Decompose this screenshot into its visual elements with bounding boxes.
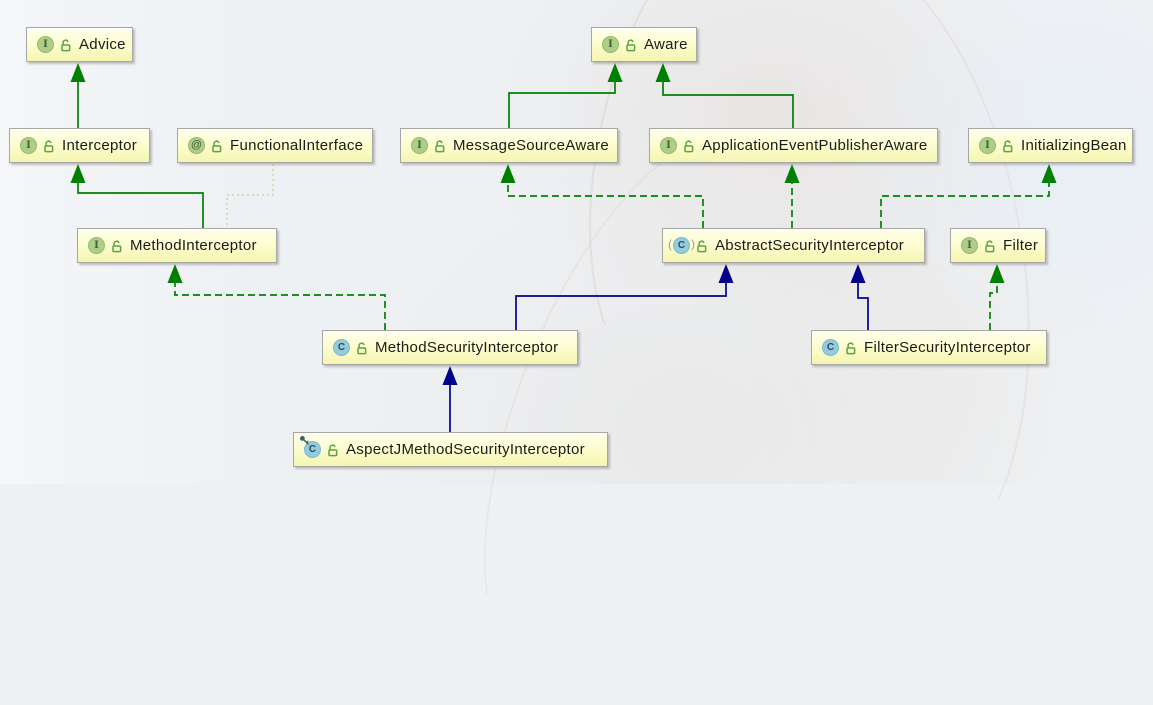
- interface-icon: I: [660, 137, 677, 154]
- class-node-interceptor[interactable]: I Interceptor: [9, 128, 150, 163]
- class-node-advice[interactable]: I Advice: [26, 27, 133, 62]
- icon-glyph: I: [666, 139, 671, 151]
- class-name-label: MessageSourceAware: [453, 137, 610, 154]
- class-name-label: Interceptor: [62, 137, 138, 154]
- class-name-label: AspectJMethodSecurityInterceptor: [346, 441, 585, 458]
- arrowhead-icon: [850, 264, 866, 283]
- open-lock-icon: [1003, 139, 1013, 152]
- class-node-message-source-aware[interactable]: I MessageSourceAware: [400, 128, 618, 163]
- open-lock-icon: [328, 443, 338, 456]
- icon-glyph: I: [26, 139, 31, 151]
- class-name-label: Aware: [644, 36, 688, 53]
- arrowhead-icon: [70, 164, 86, 183]
- class-node-aspectj-method-security-interceptor[interactable]: C AspectJMethodSecurityInterceptor: [293, 432, 608, 467]
- class-icon: C (): [668, 237, 695, 254]
- open-lock-icon: [846, 341, 856, 354]
- class-node-method-interceptor[interactable]: I MethodInterceptor: [77, 228, 277, 263]
- open-lock-icon: [435, 139, 445, 152]
- icon-glyph: I: [94, 239, 99, 251]
- key-icon: [300, 436, 309, 445]
- open-lock-icon: [684, 139, 694, 152]
- open-lock-icon: [626, 38, 636, 51]
- icon-glyph: I: [417, 139, 422, 151]
- abstract-marker: (: [668, 237, 672, 251]
- class-node-aware[interactable]: I Aware: [591, 27, 697, 62]
- interface-icon: I: [37, 36, 54, 53]
- class-name-label: FilterSecurityInterceptor: [864, 339, 1031, 356]
- edge-method-interceptor-to-functional-interface[interactable]: [226, 164, 274, 228]
- class-name-label: MethodInterceptor: [130, 237, 257, 254]
- class-icon: C: [300, 436, 321, 458]
- interface-icon: I: [411, 137, 428, 154]
- arrowhead-icon: [442, 366, 458, 385]
- arrowhead-icon: [500, 164, 516, 183]
- arrowhead-icon: [718, 264, 734, 283]
- class-name-label: InitializingBean: [1021, 137, 1127, 154]
- class-node-filter-security-interceptor[interactable]: C FilterSecurityInterceptor: [811, 330, 1047, 365]
- icon-glyph: C: [337, 341, 346, 353]
- icon-glyph: I: [967, 239, 972, 251]
- interface-icon: I: [979, 137, 996, 154]
- edge-filter-security-interceptor-to-filter[interactable]: [989, 264, 1005, 330]
- arrowhead-icon: [607, 63, 623, 82]
- class-name-label: Filter: [1003, 237, 1039, 254]
- annotation-icon: @: [188, 137, 205, 154]
- open-lock-icon: [697, 239, 707, 252]
- icon-glyph: I: [608, 38, 613, 50]
- edge-aspectj-method-security-interceptor-to-method-security-interceptor[interactable]: [442, 366, 458, 432]
- edge-abstract-security-interceptor-to-message-source-aware[interactable]: [500, 164, 704, 228]
- open-lock-icon: [44, 139, 54, 152]
- edge-method-interceptor-to-interceptor[interactable]: [70, 164, 204, 228]
- arrowhead-icon: [989, 264, 1005, 283]
- arrowhead-icon: [70, 63, 86, 82]
- edge-method-security-interceptor-to-method-interceptor[interactable]: [167, 264, 386, 330]
- arrowhead-icon: [655, 63, 671, 82]
- class-name-label: MethodSecurityInterceptor: [375, 339, 559, 356]
- edge-application-event-publisher-aware-to-aware[interactable]: [655, 63, 794, 128]
- arrowhead-icon: [167, 264, 183, 283]
- class-node-functional-interface[interactable]: @ FunctionalInterface: [177, 128, 373, 163]
- class-icon: C: [333, 339, 350, 356]
- class-node-abstract-security-interceptor[interactable]: C () AbstractSecurityInterceptor: [662, 228, 925, 263]
- open-lock-icon: [112, 239, 122, 252]
- arrowhead-icon: [1041, 164, 1057, 183]
- interface-icon: I: [602, 36, 619, 53]
- class-name-label: Advice: [79, 36, 126, 53]
- icon-glyph: C: [677, 239, 686, 251]
- icon-glyph: I: [43, 38, 48, 50]
- abstract-marker: ): [691, 237, 695, 251]
- class-icon: C: [822, 339, 839, 356]
- open-lock-icon: [212, 139, 222, 152]
- icon-glyph: I: [985, 139, 990, 151]
- interface-icon: I: [961, 237, 978, 254]
- class-name-label: AbstractSecurityInterceptor: [715, 237, 905, 254]
- class-name-label: FunctionalInterface: [230, 137, 364, 154]
- class-node-filter[interactable]: I Filter: [950, 228, 1046, 263]
- interface-icon: I: [20, 137, 37, 154]
- open-lock-icon: [61, 38, 71, 51]
- class-node-application-event-publisher-aware[interactable]: I ApplicationEventPublisherAware: [649, 128, 938, 163]
- edge-abstract-security-interceptor-to-initializing-bean[interactable]: [880, 164, 1057, 228]
- edge-abstract-security-interceptor-to-application-event-publisher-aware[interactable]: [784, 164, 800, 228]
- edge-filter-security-interceptor-to-abstract-security-interceptor[interactable]: [850, 264, 869, 330]
- icon-glyph: C: [826, 341, 835, 353]
- open-lock-icon: [985, 239, 995, 252]
- edge-message-source-aware-to-aware[interactable]: [508, 63, 623, 128]
- edge-method-security-interceptor-to-abstract-security-interceptor[interactable]: [515, 264, 734, 330]
- open-lock-icon: [357, 341, 367, 354]
- edge-interceptor-to-advice[interactable]: [70, 63, 86, 128]
- class-name-label: ApplicationEventPublisherAware: [702, 137, 928, 154]
- icon-glyph: @: [190, 139, 203, 151]
- interface-icon: I: [88, 237, 105, 254]
- class-node-method-security-interceptor[interactable]: C MethodSecurityInterceptor: [322, 330, 578, 365]
- class-node-initializing-bean[interactable]: I InitializingBean: [968, 128, 1133, 163]
- arrowhead-icon: [784, 164, 800, 183]
